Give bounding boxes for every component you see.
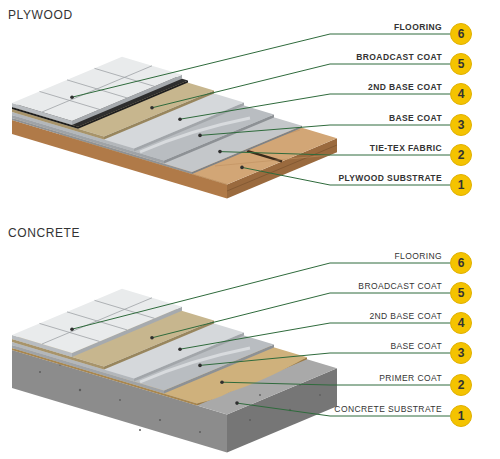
layer-label: FLOORING [394, 251, 442, 262]
layer-label: PRIMER COAT [379, 373, 442, 384]
callout-number: 3 [450, 114, 472, 136]
callout-text: 2 [458, 149, 465, 161]
callout-text: 3 [458, 347, 465, 359]
layer-label: 2ND BASE COAT [369, 311, 442, 322]
callout-text: 3 [458, 119, 465, 131]
callout-number: 2 [450, 144, 472, 166]
section-heading: CONCRETE [8, 226, 80, 240]
tile-joints [40, 298, 155, 344]
callout-number: 3 [450, 342, 472, 364]
callout-number: 5 [450, 53, 472, 75]
leader-lines [72, 34, 450, 416]
callout-number: 2 [450, 374, 472, 396]
layer-label: BROADCAST COAT [356, 52, 442, 63]
callout-text: 6 [458, 257, 465, 269]
leader-dots [70, 95, 244, 405]
concrete-build-up [12, 289, 337, 453]
tile-flooring [12, 57, 182, 121]
callout-number: 5 [450, 282, 472, 304]
callout-text: 1 [458, 410, 465, 422]
layer-label: 2ND BASE COAT [368, 82, 442, 93]
callout-text: 2 [458, 379, 465, 391]
layer-label: PLYWOOD SUBSTRATE [338, 173, 442, 184]
callout-number: 6 [450, 23, 472, 45]
tile-joints [40, 66, 155, 112]
callout-text: 4 [458, 317, 465, 329]
layer-label: BROADCAST COAT [358, 281, 442, 292]
section-heading: PLYWOOD [8, 8, 73, 22]
callout-number: 4 [450, 312, 472, 334]
callout-number: 1 [450, 174, 472, 196]
layer-label: BASE COAT [389, 113, 442, 124]
callout-number: 4 [450, 83, 472, 105]
callout-text: 6 [458, 28, 465, 40]
callout-number: 6 [450, 252, 472, 274]
layer-label: FLOORING [394, 22, 442, 33]
callout-text: 5 [458, 58, 465, 70]
callout-number: 1 [450, 405, 472, 427]
layer-label: CONCRETE SUBSTRATE [334, 404, 442, 415]
callout-text: 5 [458, 287, 465, 299]
callout-text: 1 [458, 179, 465, 191]
tile-flooring [12, 289, 182, 353]
layer-label: BASE COAT [390, 341, 442, 352]
layer-label: TIE-TEX FABRIC [370, 143, 442, 154]
callout-text: 4 [458, 88, 465, 100]
plywood-build-up [12, 57, 337, 199]
